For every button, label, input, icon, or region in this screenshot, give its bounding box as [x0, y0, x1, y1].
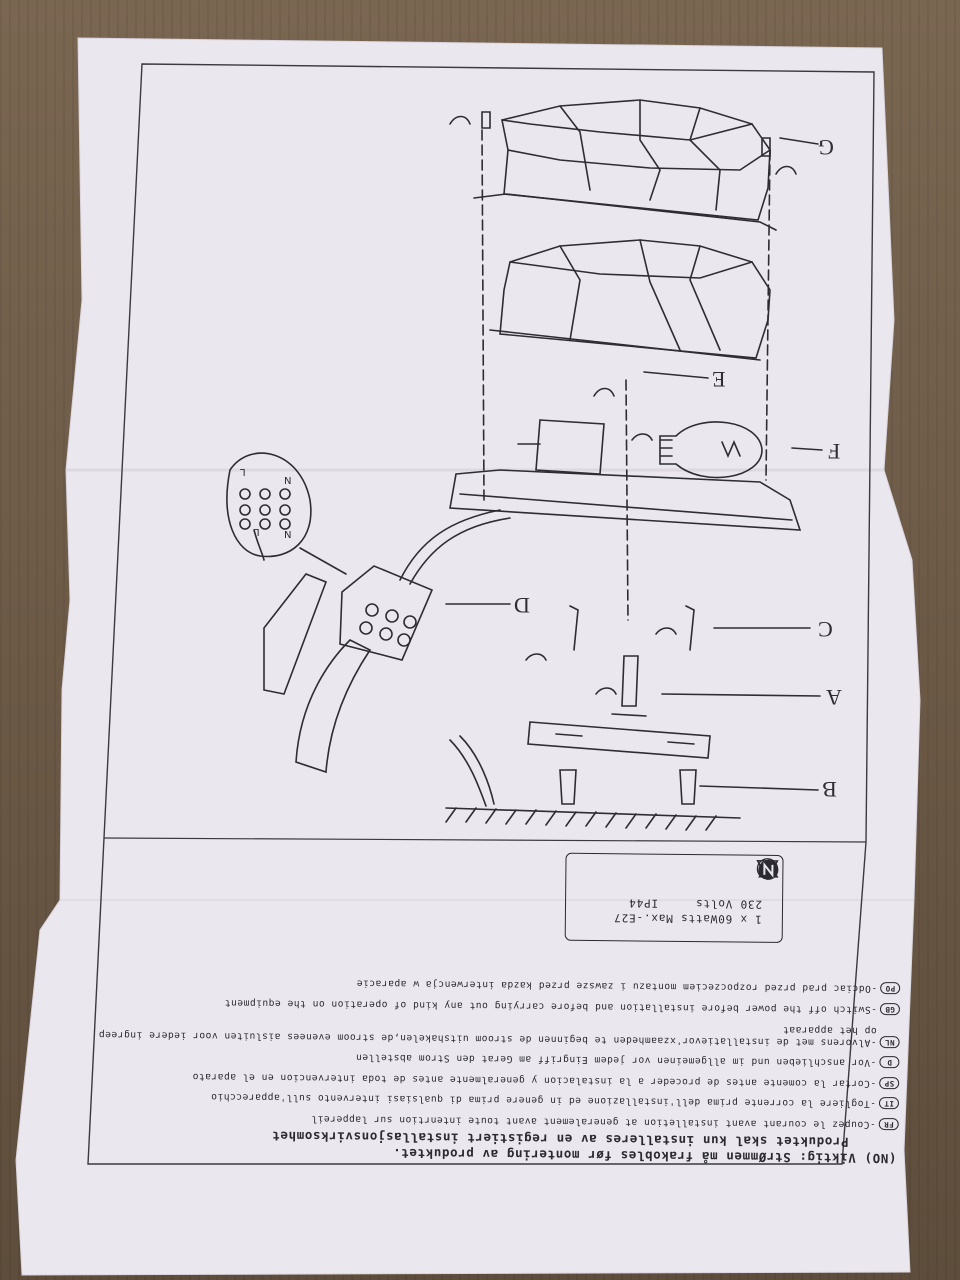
spec-text: 1 x 60Watts Max.-E27 230 Volts IP44 — [562, 895, 762, 927]
spec-voltage: 230 Volts IP44 — [628, 896, 763, 911]
safety-instructions: (NO) Viktig: StrØmmen må frakobles før m… — [84, 834, 907, 1173]
line-nl: NL-Alvorens met de installatievor'xzaamh… — [90, 1015, 900, 1048]
double-insulation-icon — [717, 854, 779, 880]
label-e: E — [712, 367, 726, 392]
language-lines: FR-Coupez le courant avant installetion … — [89, 966, 901, 1131]
line-po: PO-Odciac prad przed rozpoczeciem montaz… — [90, 974, 901, 995]
label-c: C — [818, 617, 833, 642]
code-badge: SP — [879, 1076, 900, 1090]
terminal-label-l-top: L — [240, 466, 246, 477]
terminal-label-n-top: N — [284, 474, 292, 485]
label-b: B — [822, 777, 837, 802]
code-badge: NL — [879, 1035, 900, 1048]
label-a: A — [826, 685, 842, 710]
code-badge: FR — [878, 1118, 899, 1131]
code-badge: PO — [880, 982, 901, 995]
line-d: D-Vor anschlieben und im allgemeinen vor… — [89, 1048, 900, 1069]
code-badge: IT — [878, 1097, 900, 1110]
label-d: D — [514, 593, 530, 618]
code-badge: GB — [879, 1003, 901, 1016]
line-it: IT-Togliere la corrente prima dell'insta… — [89, 1089, 900, 1110]
label-f: F — [828, 439, 841, 464]
terminal-label-l-bottom: L — [254, 526, 260, 537]
paper — [15, 37, 921, 1276]
line-sp: SP-Cortar la comente antes de proceder a… — [89, 1069, 900, 1090]
warning-triangle-icon — [681, 854, 779, 881]
n-mark-icon — [609, 853, 779, 880]
terminal-label-n-bottom: N — [284, 528, 292, 539]
code-badge: D — [879, 1056, 900, 1069]
label-g: G — [818, 135, 834, 160]
spec-wattage: 1 x 60Watts Max.-E27 — [613, 911, 762, 926]
line-gb: GB-Switch off the power before installat… — [90, 995, 901, 1016]
f-mark-icon — [645, 854, 779, 880]
certification-icons — [599, 853, 779, 881]
